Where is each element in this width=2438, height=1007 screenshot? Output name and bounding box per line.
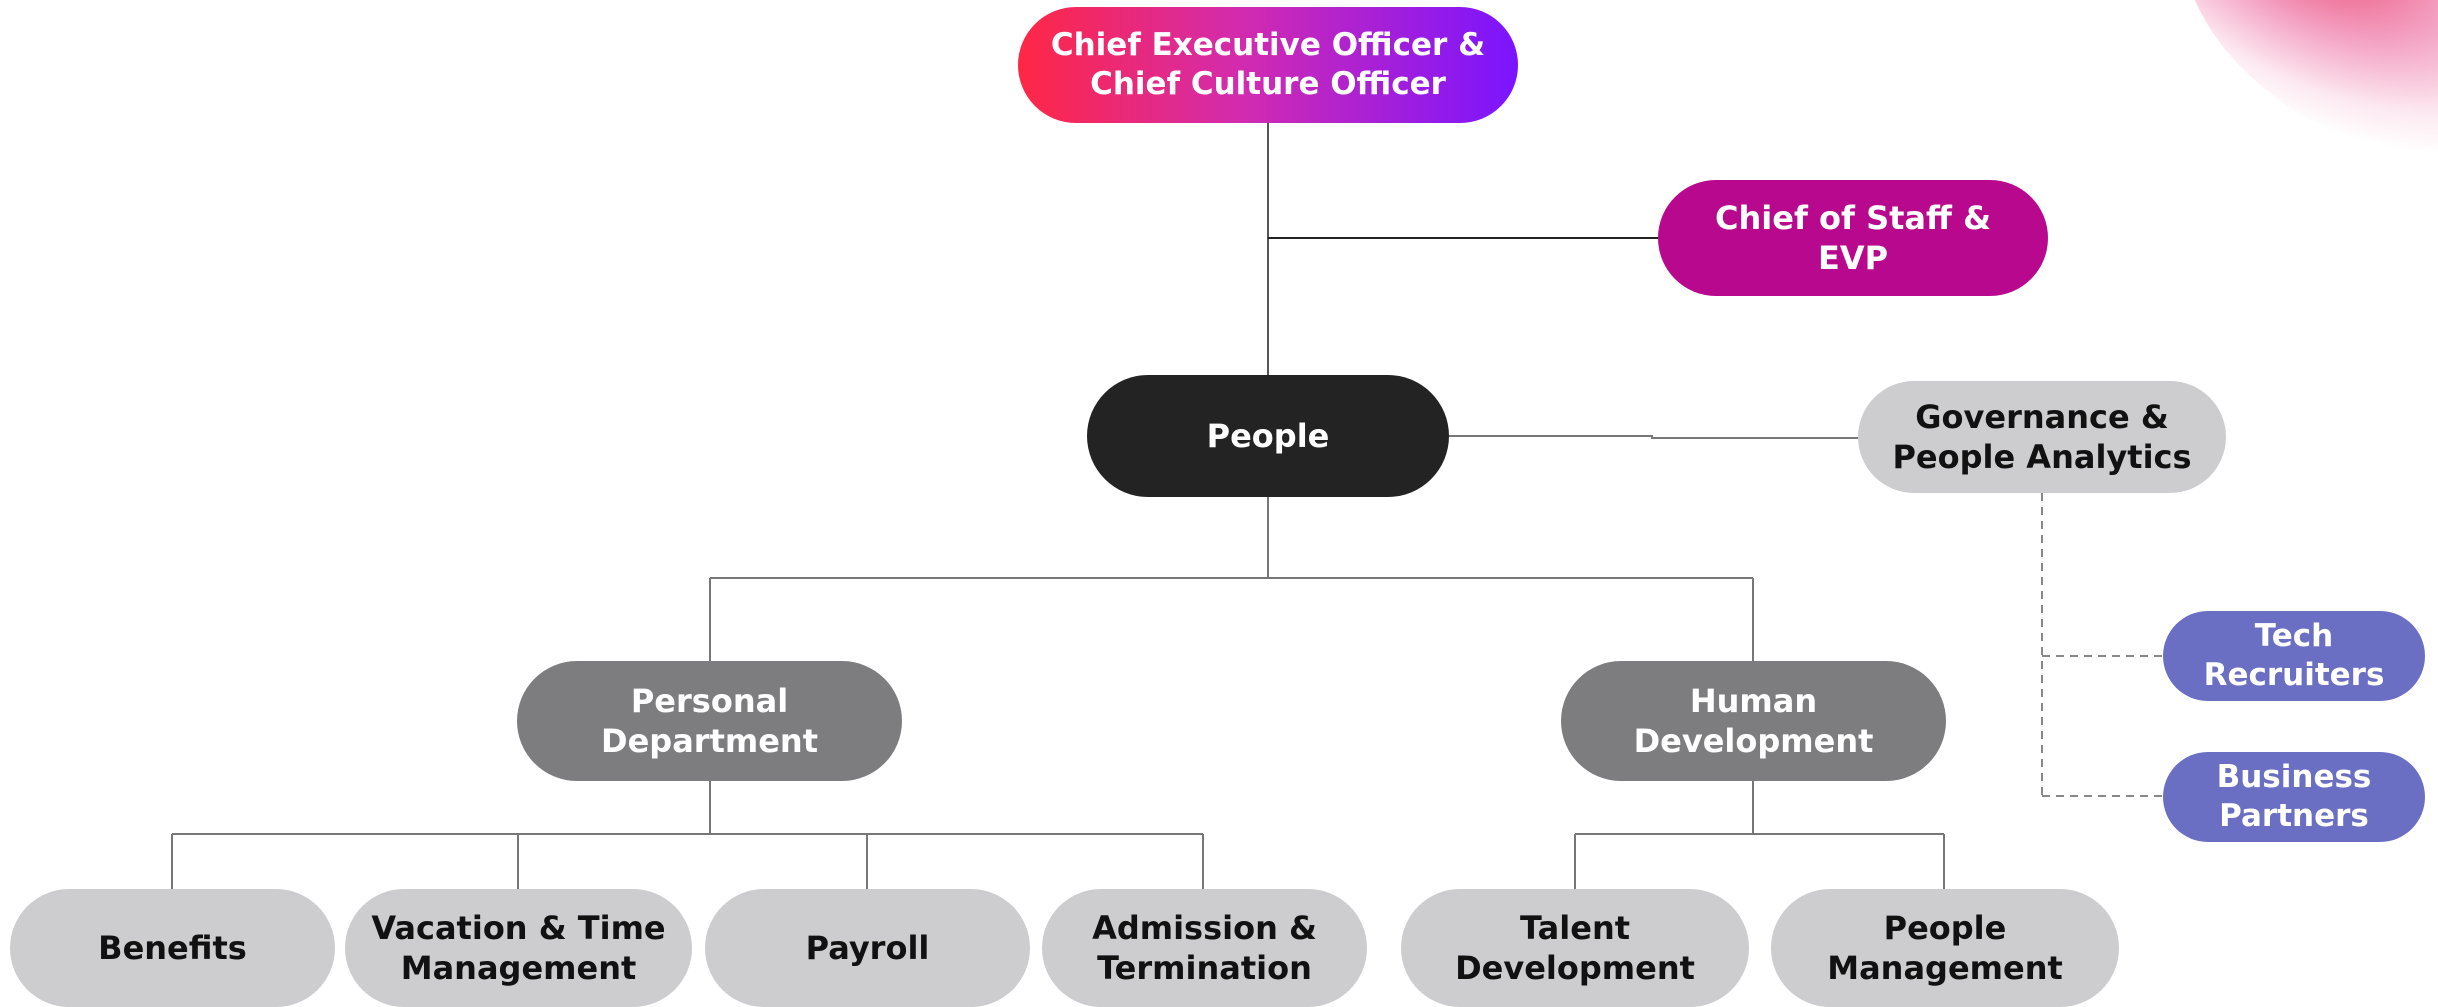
node-business-partners: Business Partners bbox=[2163, 752, 2425, 842]
node-people-management: People Management bbox=[1771, 889, 2119, 1007]
node-chief-of-staff: Chief of Staff & EVP bbox=[1658, 180, 2048, 296]
node-payroll-label: Payroll bbox=[805, 929, 930, 967]
node-benefits: Benefits bbox=[10, 889, 335, 1007]
node-tech-recruiters-label: Tech Recruiters bbox=[2203, 618, 2385, 693]
human-development-to-leaves-line bbox=[1574, 781, 1945, 889]
node-governance: Governance & People Analytics bbox=[1858, 381, 2226, 493]
node-people-management-label: People Management bbox=[1827, 909, 2063, 987]
node-people-label: People bbox=[1206, 417, 1330, 455]
node-vacation-label: Vacation & Time Management bbox=[371, 909, 666, 987]
node-vacation-time-management: Vacation & Time Management bbox=[345, 889, 692, 1007]
node-payroll: Payroll bbox=[705, 889, 1030, 1007]
node-benefits-label: Benefits bbox=[98, 929, 247, 967]
node-personal-department-label: Personal Department bbox=[601, 682, 818, 760]
node-human-development: Human Development bbox=[1561, 661, 1946, 781]
governance-to-partners-dashed-line bbox=[2041, 493, 2163, 797]
node-people: People bbox=[1087, 375, 1449, 497]
node-talent-development: Talent Development bbox=[1401, 889, 1749, 1007]
node-talent-development-label: Talent Development bbox=[1455, 909, 1695, 987]
node-tech-recruiters: Tech Recruiters bbox=[2163, 611, 2425, 701]
node-governance-label: Governance & People Analytics bbox=[1892, 398, 2192, 476]
node-human-development-label: Human Development bbox=[1633, 682, 1874, 760]
node-ceo: Chief Executive Officer & Chief Culture … bbox=[1018, 7, 1518, 123]
node-business-partners-label: Business Partners bbox=[2216, 759, 2372, 834]
node-ceo-label: Chief Executive Officer & Chief Culture … bbox=[1050, 27, 1486, 102]
node-personal-department: Personal Department bbox=[517, 661, 902, 781]
personal-department-to-leaves-line bbox=[171, 781, 1204, 889]
node-chief-of-staff-label: Chief of Staff & EVP bbox=[1715, 199, 1991, 277]
people-to-governance-line bbox=[1449, 435, 1858, 439]
people-to-departments-line bbox=[709, 497, 1754, 661]
node-admission-termination: Admission & Termination bbox=[1042, 889, 1367, 1007]
node-admission-label: Admission & Termination bbox=[1092, 909, 1317, 987]
